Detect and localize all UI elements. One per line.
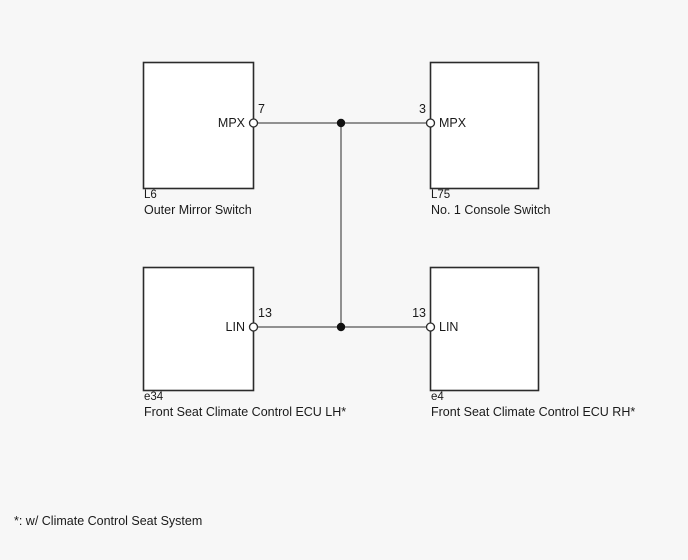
component-code-e34: e34: [144, 391, 164, 403]
pin-label-e4-lin: LIN: [439, 320, 459, 334]
diagram-footnote: *: w/ Climate Control Seat System: [14, 514, 203, 528]
pin-number-e34: 13: [258, 306, 272, 320]
component-code-l6: L6: [144, 189, 157, 201]
pin-number-e4: 13: [412, 306, 426, 320]
component-title-l6: Outer Mirror Switch: [144, 203, 252, 217]
component-title-e34: Front Seat Climate Control ECU LH*: [144, 405, 347, 419]
component-box-l75: [429, 61, 540, 190]
component-box-e34: [142, 266, 255, 392]
component-title-e4: Front Seat Climate Control ECU RH*: [431, 405, 636, 419]
pin-number-l75: 3: [419, 102, 426, 116]
component-code-e4: e4: [431, 391, 444, 403]
pin-label-l6-mpx: MPX: [217, 116, 245, 130]
pin-circle-e4-lin: [425, 322, 436, 332]
component-title-l75: No. 1 Console Switch: [431, 203, 551, 217]
pin-label-l75-mpx: MPX: [439, 116, 467, 130]
pin-label-e34-lin: LIN: [225, 320, 245, 334]
component-box-l6: [142, 61, 255, 190]
junction-dot-upper: [336, 118, 346, 128]
component-code-l75: L75: [431, 189, 451, 201]
junction-dot-lower: [336, 322, 346, 332]
pin-number-l6: 7: [258, 102, 265, 116]
component-box-e4: [429, 266, 540, 392]
pin-circle-l75-mpx: [425, 118, 436, 128]
pin-circle-e34-lin: [248, 322, 259, 332]
pin-circle-l6-mpx: [248, 118, 259, 128]
